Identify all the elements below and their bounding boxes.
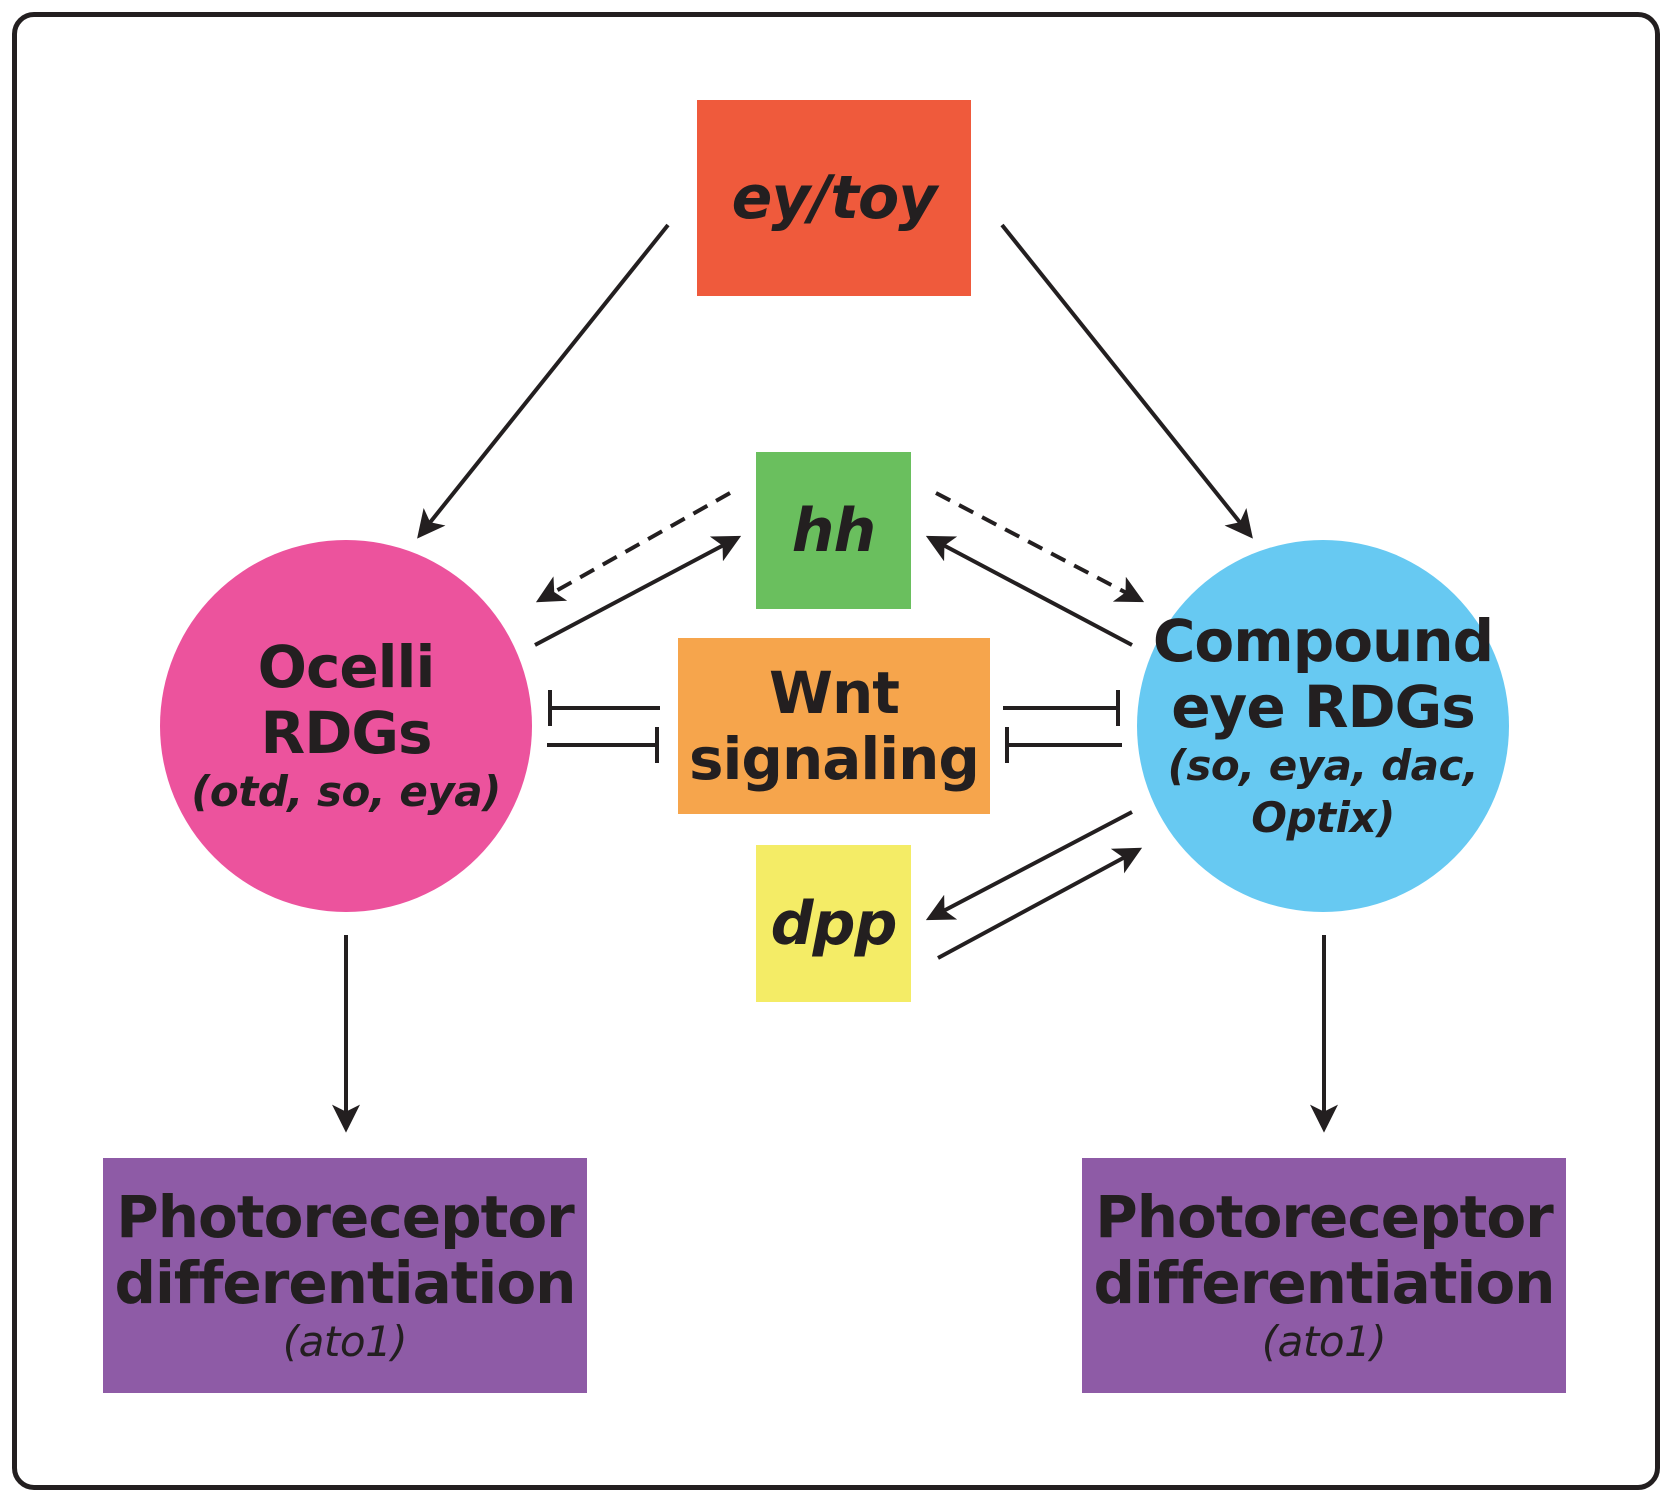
ocelli-label-line1: Ocelli <box>257 633 436 701</box>
ey-toy-label: ey/toy <box>731 163 938 233</box>
edge-compound-to-hh <box>925 535 1133 647</box>
edge-hh-to-compound-dashed <box>935 491 1145 603</box>
ocelli-genes: (otd, so, eya) <box>191 767 501 816</box>
edge-dpp-to-compound <box>937 847 1143 960</box>
dpp-node: dpp <box>756 845 911 1002</box>
compound-label-line2: eye RDGs <box>1171 673 1476 741</box>
wnt-label-line1: Wnt <box>769 659 900 727</box>
dpp-label: dpp <box>770 888 898 959</box>
photo-right-line2: differentiation <box>1093 1248 1556 1317</box>
diagram-frame <box>12 12 1660 1490</box>
hh-label: hh <box>791 495 876 566</box>
edge-hh-to-ocelli-dashed <box>535 491 731 603</box>
edge-eytoy-to-ocelli <box>417 223 670 539</box>
hh-node: hh <box>756 452 911 609</box>
photoreceptor-differentiation-left-node: Photoreceptor differentiation (ato1) <box>103 1158 587 1393</box>
wnt-label-line2: signaling <box>689 725 980 793</box>
ocelli-label-line2: RDGs <box>260 699 433 767</box>
edge-ocelli-to-hh <box>534 535 742 647</box>
photo-right-line1: Photoreceptor <box>1095 1182 1554 1251</box>
edge-compound-to-dpp <box>925 810 1133 921</box>
photo-left-genes: (ato1) <box>282 1316 408 1366</box>
photo-right-genes: (ato1) <box>1261 1316 1387 1366</box>
edge-eytoy-to-compound <box>1000 223 1253 539</box>
compound-genes-line2: Optix) <box>1251 793 1395 842</box>
photo-left-line2: differentiation <box>114 1248 577 1317</box>
photo-left-line1: Photoreceptor <box>116 1182 575 1251</box>
photoreceptor-differentiation-right-node: Photoreceptor differentiation (ato1) <box>1082 1158 1566 1393</box>
wnt-signaling-node: Wnt signaling <box>678 638 990 814</box>
ocelli-rdgs-node: Ocelli RDGs (otd, so, eya) <box>160 540 532 912</box>
compound-label-line1: Compound <box>1152 607 1494 675</box>
ey-toy-node: ey/toy <box>697 100 971 296</box>
compound-eye-rdgs-node: Compound eye RDGs (so, eya, dac, Optix) <box>1137 540 1509 912</box>
compound-genes-line1: (so, eya, dac, <box>1167 741 1479 790</box>
